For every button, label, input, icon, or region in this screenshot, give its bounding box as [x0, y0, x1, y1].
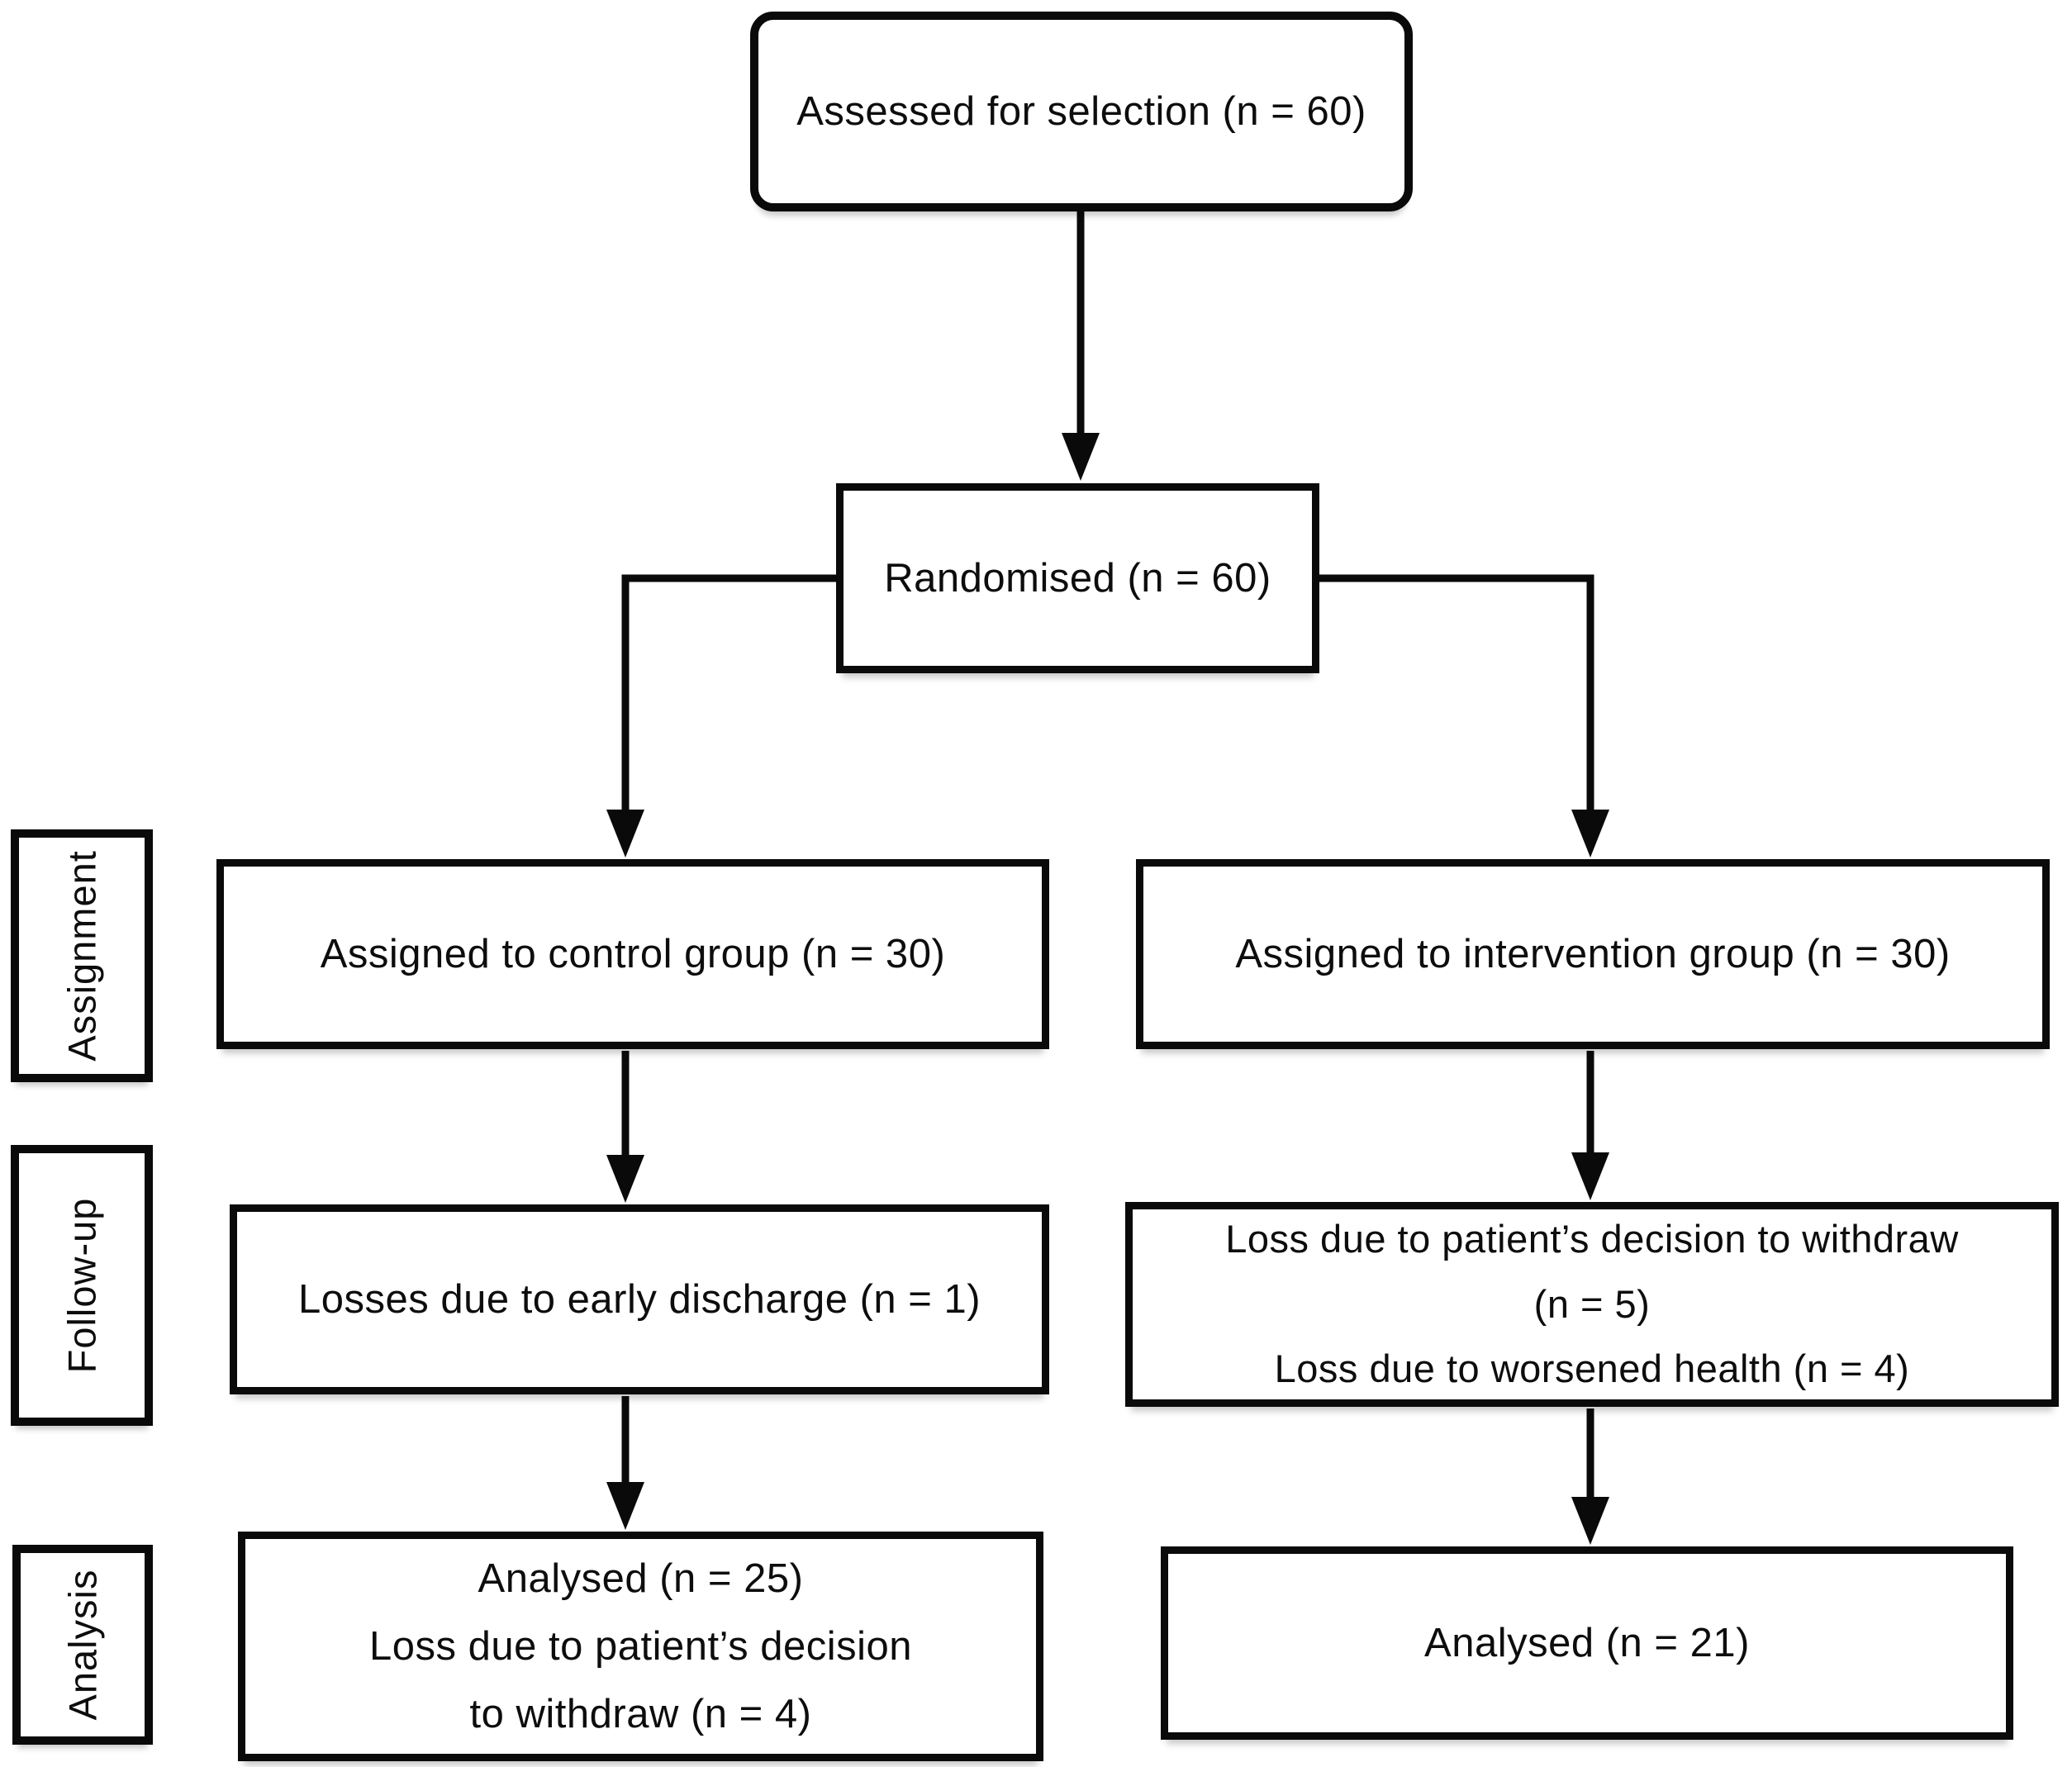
arrowhead-randomised-to-control	[606, 810, 644, 857]
randomised-box: Randomised (n = 60)	[836, 483, 1319, 673]
followup-intervention-line-1: Loss due to patient’s decision to withdr…	[1225, 1216, 1959, 1261]
analysed-control-line-2: Loss due to patient’s decision	[369, 1623, 912, 1669]
randomised-text: Randomised (n = 60)	[884, 555, 1271, 601]
stage-label-followup-box: Follow-up	[11, 1145, 153, 1426]
stage-label-followup-text: Follow-up	[59, 1197, 104, 1374]
followup-control-losses-box: Losses due to early discharge (n = 1)	[230, 1204, 1049, 1394]
arrow-randomised-to-intervention-line	[1319, 574, 1594, 818]
stage-label-assignment-text: Assignment	[59, 850, 104, 1062]
stage-label-assignment-box: Assignment	[11, 829, 153, 1082]
arrowhead-followup-to-analysis-control	[606, 1482, 644, 1530]
analysed-intervention-box: Analysed (n = 21)	[1161, 1546, 2013, 1740]
stage-label-analysis-box: Analysis	[12, 1545, 153, 1745]
assessed-for-selection-text: Assessed for selection (n = 60)	[796, 88, 1366, 134]
stage-label-analysis-text: Analysis	[60, 1569, 105, 1721]
analysed-control-box: Analysed (n = 25) Loss due to patient’s …	[238, 1532, 1043, 1761]
followup-intervention-line-2: (n = 5)	[1533, 1281, 1651, 1326]
assigned-control-group-box: Assigned to control group (n = 30)	[216, 859, 1049, 1049]
assigned-intervention-group-text: Assigned to intervention group (n = 30)	[1235, 931, 1951, 976]
arrow-randomised-to-control-line	[621, 574, 836, 818]
assigned-control-group-text: Assigned to control group (n = 30)	[320, 931, 946, 976]
assessed-for-selection-box: Assessed for selection (n = 60)	[750, 12, 1413, 211]
analysed-control-line-1: Analysed (n = 25)	[478, 1556, 804, 1601]
arrowhead-assessed-to-randomised	[1062, 433, 1100, 481]
analysed-intervention-text: Analysed (n = 21)	[1424, 1620, 1750, 1665]
arrowhead-intervention-to-followup	[1571, 1152, 1609, 1200]
followup-intervention-losses-box: Loss due to patient’s decision to withdr…	[1125, 1202, 2059, 1407]
assigned-intervention-group-box: Assigned to intervention group (n = 30)	[1136, 859, 2050, 1049]
arrowhead-control-to-followup	[606, 1155, 644, 1203]
arrowhead-followup-to-analysis-intervention	[1571, 1497, 1609, 1545]
followup-control-losses-text: Losses due to early discharge (n = 1)	[297, 1276, 981, 1322]
analysed-control-line-3: to withdraw (n = 4)	[469, 1692, 812, 1737]
followup-intervention-line-3: Loss due to worsened health (n = 4)	[1274, 1347, 1910, 1391]
arrowhead-randomised-to-intervention	[1571, 810, 1609, 857]
